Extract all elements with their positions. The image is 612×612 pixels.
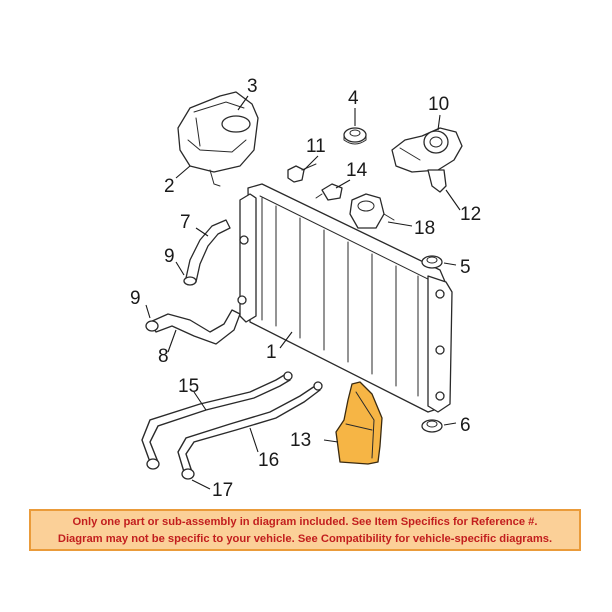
callout-5: 5 <box>460 257 471 278</box>
valve <box>349 193 395 229</box>
disclaimer-line-2: Diagram may not be specific to your vehi… <box>57 533 553 545</box>
callout-16: 16 <box>258 450 279 471</box>
callout-6: 6 <box>460 415 471 436</box>
callout-3: 3 <box>247 76 258 97</box>
callout-10: 10 <box>428 94 449 115</box>
callout-11: 11 <box>306 136 326 157</box>
callout-12: 12 <box>460 204 481 225</box>
callout-2: 2 <box>164 176 175 197</box>
lower-hose <box>145 309 241 345</box>
highlighted-part-13 <box>335 381 383 465</box>
cooler-line-16 <box>177 381 323 480</box>
bolt <box>287 163 317 183</box>
callout-4: 4 <box>348 88 359 109</box>
grommet-lower <box>421 419 443 433</box>
callout-1: 1 <box>266 342 277 363</box>
grommet-upper <box>421 255 443 269</box>
leader-lines <box>145 95 461 490</box>
callouts: 3 2 4 10 11 14 12 18 5 6 7 9 9 8 1 15 16… <box>130 76 481 501</box>
cooler-line-15 <box>141 371 293 470</box>
callout-18: 18 <box>414 218 435 239</box>
coolant-reservoir <box>177 91 259 187</box>
callout-13: 13 <box>290 430 311 451</box>
callout-8: 8 <box>158 346 169 367</box>
callout-9-upper: 9 <box>164 246 175 267</box>
callout-17: 17 <box>212 480 233 501</box>
air-deflector-highlight <box>335 381 383 465</box>
disclaimer-line-1: Only one part or sub-assembly in diagram… <box>72 516 538 528</box>
radiator <box>237 183 453 413</box>
callout-14: 14 <box>346 160 368 181</box>
thermostat-housing <box>391 127 463 193</box>
radiator-cap <box>343 127 367 145</box>
callout-15: 15 <box>178 376 199 397</box>
upper-hose <box>183 219 231 286</box>
disclaimer-banner: Only one part or sub-assembly in diagram… <box>29 509 581 551</box>
callout-7: 7 <box>180 212 191 233</box>
callout-9-lower: 9 <box>130 288 141 309</box>
